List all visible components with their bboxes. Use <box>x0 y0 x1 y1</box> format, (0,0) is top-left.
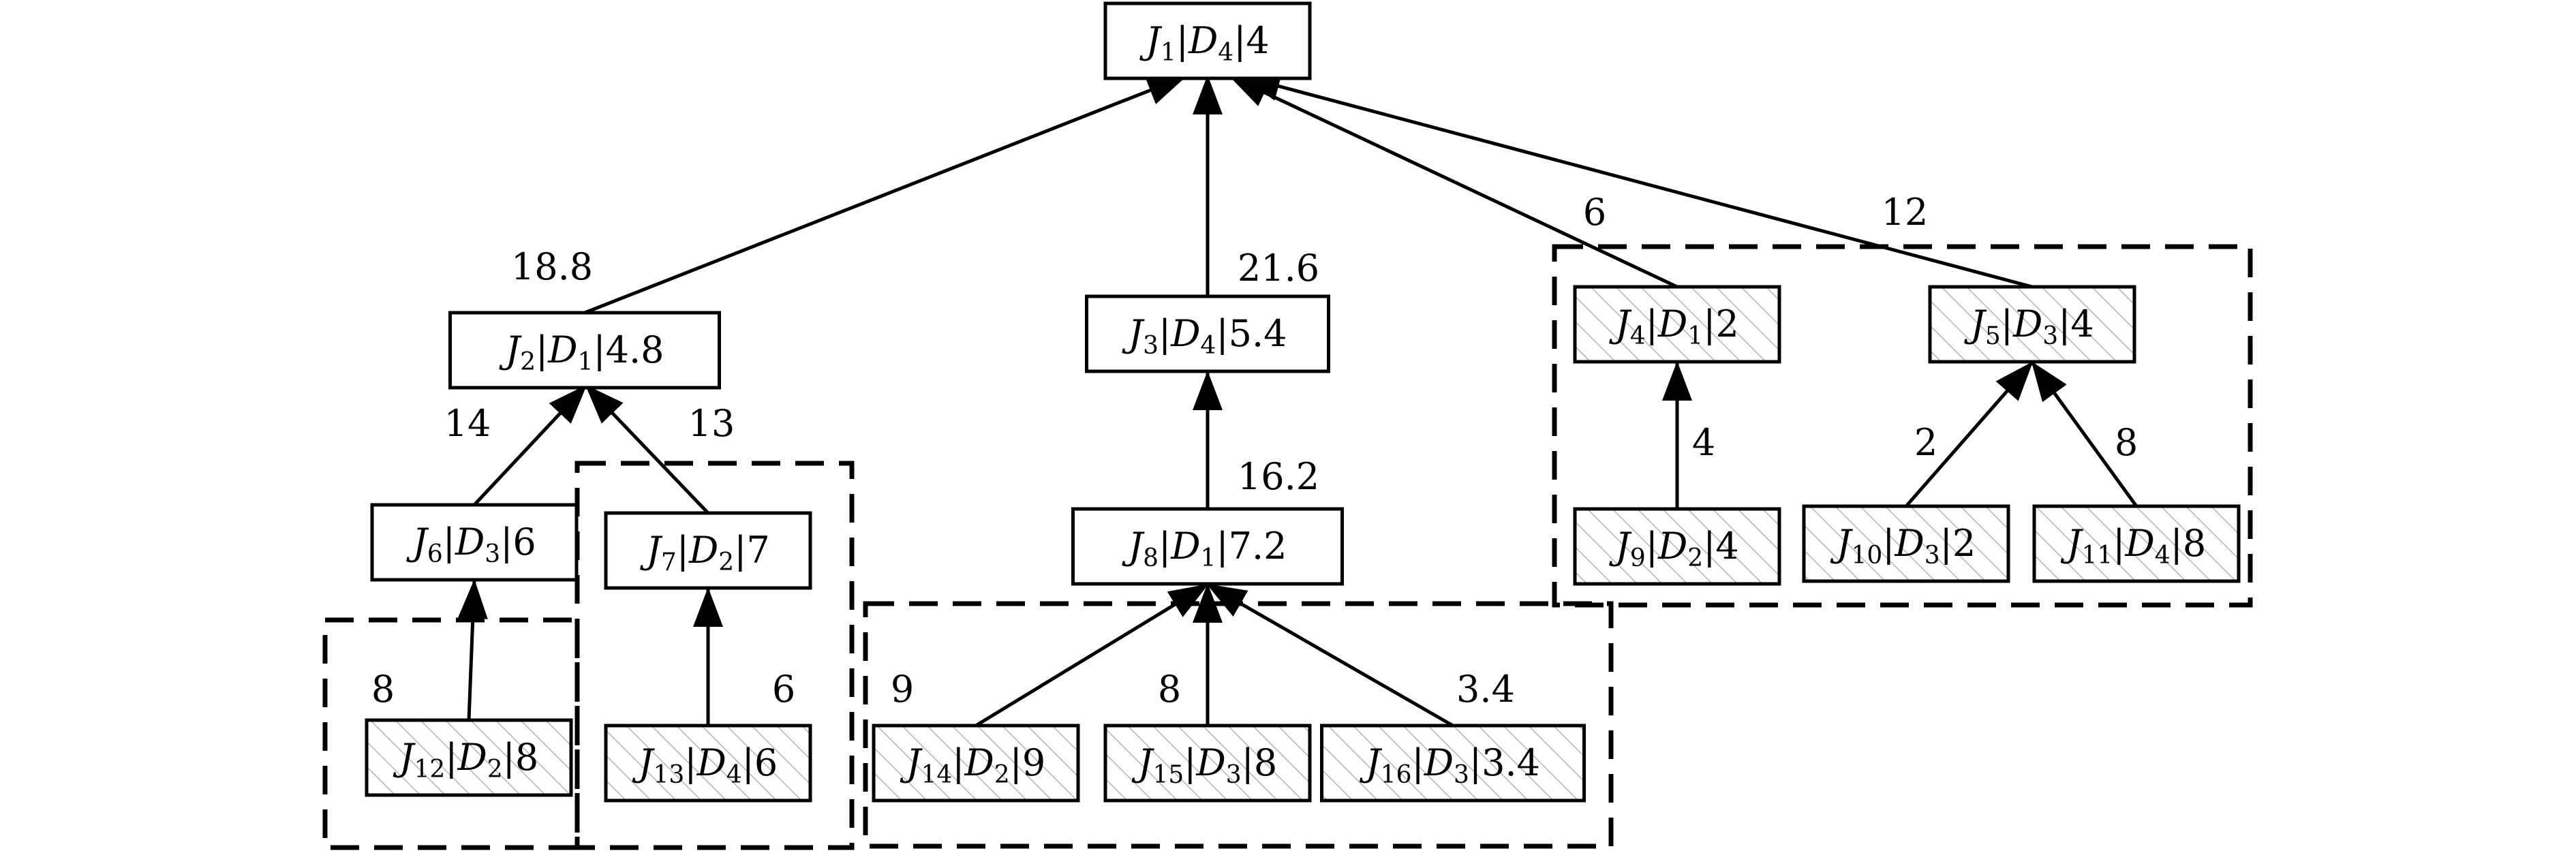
node-box-j12 <box>365 718 573 797</box>
node-box-j8 <box>1071 507 1344 586</box>
node-label-j2: J2|D1|4.8 <box>498 328 664 376</box>
edge-label-j10-to-j5: 2 <box>1914 421 1937 464</box>
node-label-j10: J10|D3|2 <box>1830 522 1976 570</box>
edge-label-j9-to-j4: 4 <box>1692 421 1715 464</box>
node-j15: J15|D3|8 <box>1103 724 1312 803</box>
node-box-j11 <box>2032 504 2241 583</box>
edge-j16-to-j8 <box>1206 583 1454 728</box>
node-box-j9 <box>1573 507 1781 586</box>
edge-j14-to-j8 <box>975 583 1209 728</box>
node-label-j11: J11|D4|8 <box>2060 522 2206 570</box>
node-label-j1: J1|D4|4 <box>1139 19 1270 67</box>
edge-label-j15-to-j8: 8 <box>1158 668 1181 711</box>
edge-label-j16-to-j8: 3.4 <box>1456 668 1515 711</box>
node-label-j15: J15|D3|8 <box>1131 741 1277 789</box>
node-j16: J16|D3|3.4 <box>1320 724 1586 803</box>
node-label-j6: J6|D3|6 <box>405 521 536 568</box>
node-j9: J9|D2|4 <box>1573 507 1781 586</box>
node-box-j3 <box>1085 294 1330 373</box>
node-box-j14 <box>872 724 1080 803</box>
node-j1: J1|D4|4 <box>1103 1 1312 80</box>
group-border-j4-j5 <box>1552 244 2253 608</box>
edge-j10-to-j5 <box>1905 361 2034 508</box>
node-j8: J8|D1|7.2 <box>1071 507 1344 586</box>
edge-label-j5-to-j1: 12 <box>1882 191 1929 234</box>
node-box-j10 <box>1802 504 2010 583</box>
edges-layer: 18.8 21.6 6 12 14 13 16.2 4 2 8 8 6 9 8 3.4 <box>371 72 2138 728</box>
node-j2: J2|D1|4.8 <box>448 311 721 390</box>
edge-label-j14-to-j8: 9 <box>891 668 914 711</box>
node-j7: J7|D2|7 <box>604 511 812 590</box>
nodes-layer: J1|D4|4J2|D1|4.8 J3|D4|5.4 J4|D1|2 J5|D3|4J… <box>365 1 2241 803</box>
node-j13: J13|D4|6 <box>604 724 812 803</box>
edge-label-j11-to-j5: 8 <box>2115 421 2138 464</box>
group-border-j8-children <box>863 601 1614 849</box>
node-label-j4: J4|D1|2 <box>1608 303 1739 350</box>
edge-j12-to-j6 <box>457 579 488 721</box>
node-j3: J3|D4|5.4 <box>1085 294 1330 373</box>
node-label-j9: J9|D2|4 <box>1608 525 1739 572</box>
edge-j2-to-j1 <box>584 74 1187 315</box>
node-j12: J12|D2|8 <box>365 718 573 797</box>
edge-label-j4-to-j1: 6 <box>1583 191 1606 234</box>
edge-j4-to-j1 <box>1229 74 1678 289</box>
edge-j11-to-j5 <box>2030 361 2138 508</box>
edge-j5-to-j1 <box>1240 72 2033 289</box>
node-box-j7 <box>604 511 812 590</box>
node-j5: J5|D3|4 <box>1928 285 2136 364</box>
node-j14: J14|D2|9 <box>872 724 1080 803</box>
node-label-j7: J7|D2|7 <box>639 529 770 576</box>
node-box-j16 <box>1320 724 1586 803</box>
node-box-j2 <box>448 311 721 390</box>
node-box-j1 <box>1103 1 1312 80</box>
node-j10: J10|D3|2 <box>1802 504 2010 583</box>
node-box-j5 <box>1928 285 2136 364</box>
edge-label-j12-to-j6: 8 <box>371 668 395 711</box>
node-box-j6 <box>370 503 579 582</box>
edge-label-j3-to-j1: 21.6 <box>1238 247 1319 290</box>
edge-label-j8-to-j3: 16.2 <box>1238 455 1319 498</box>
node-label-j16: J16|D3|3.4 <box>1359 741 1540 789</box>
group-border-j12 <box>322 617 580 850</box>
node-label-j8: J8|D1|7.2 <box>1121 525 1287 572</box>
node-j6: J6|D3|6 <box>370 503 579 582</box>
node-j4: J4|D1|2 <box>1573 285 1781 364</box>
node-box-j4 <box>1573 285 1781 364</box>
edge-j7-to-j2 <box>585 384 709 514</box>
edge-j6-to-j2 <box>473 384 587 506</box>
node-label-j5: J5|D3|4 <box>1963 303 2094 350</box>
edge-label-j6-to-j2: 14 <box>444 402 491 445</box>
node-j11: J11|D4|8 <box>2032 504 2241 583</box>
edge-label-j2-to-j1: 18.8 <box>511 245 593 288</box>
edge-label-j13-to-j7: 6 <box>772 668 795 711</box>
node-label-j3: J3|D4|5.4 <box>1121 312 1287 360</box>
node-box-j15 <box>1103 724 1312 803</box>
edge-label-j7-to-j2: 13 <box>688 402 735 445</box>
node-box-j13 <box>604 724 812 803</box>
